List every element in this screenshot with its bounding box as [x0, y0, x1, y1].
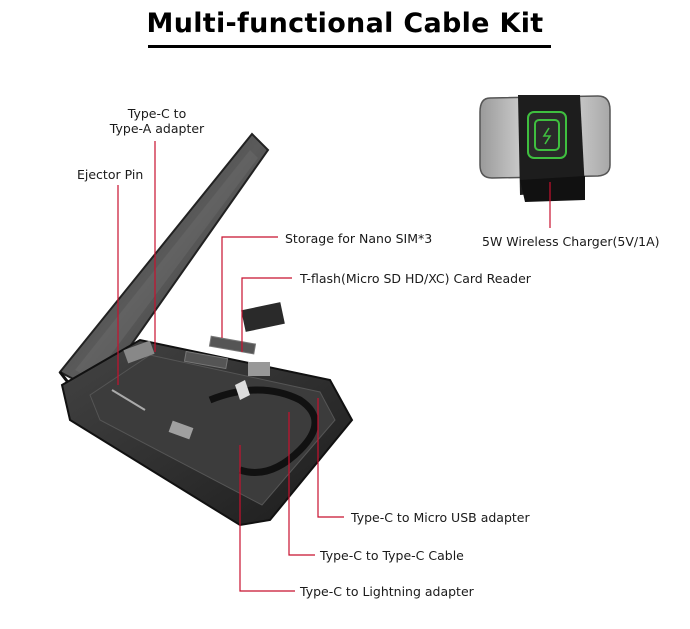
label-type-c-to-type-a: Type-C to Type-A adapter [95, 106, 219, 136]
leader-lines [117, 141, 551, 592]
label-ejector-pin: Ejector Pin [77, 167, 144, 182]
label-wireless-charger: 5W Wireless Charger(5V/1A) [482, 234, 660, 249]
label-lightning-adapter: Type-C to Lightning adapter [300, 584, 474, 599]
label-type-c-to-type-a-line2: Type-A adapter [109, 121, 205, 136]
wireless-charger-illustration [479, 95, 611, 202]
label-type-c-to-type-a-line1: Type-C to [127, 106, 187, 121]
label-type-c-cable: Type-C to Type-C Cable [320, 548, 464, 563]
label-micro-usb-adapter: Type-C to Micro USB adapter [351, 510, 530, 525]
kit-base [60, 302, 354, 527]
label-storage-sim: Storage for Nano SIM*3 [285, 231, 433, 246]
title-underline [148, 45, 551, 48]
label-card-reader: T-flash(Micro SD HD/XC) Card Reader [300, 271, 531, 286]
page-title: Multi-functional Cable Kit [146, 8, 544, 39]
